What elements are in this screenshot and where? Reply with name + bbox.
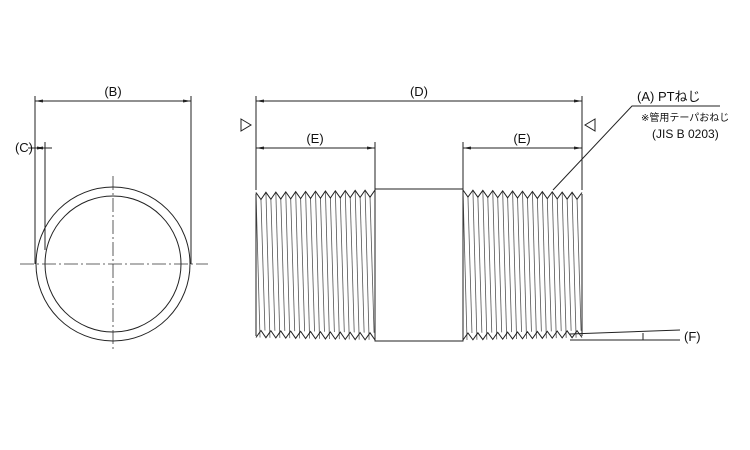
thread-root-line bbox=[507, 197, 513, 333]
thread-root-line bbox=[536, 198, 542, 332]
thread-crest-line bbox=[295, 191, 301, 339]
thread-crest-line bbox=[502, 190, 508, 340]
end-view: (B) (C) bbox=[15, 84, 208, 352]
thread-crest-line bbox=[305, 191, 310, 339]
thread-root-line bbox=[359, 197, 365, 333]
thread-root-line bbox=[349, 197, 355, 333]
thread-root-line bbox=[320, 198, 325, 332]
thread-root-line bbox=[290, 198, 296, 332]
leader-a bbox=[552, 105, 720, 191]
thread-crest-line bbox=[462, 189, 468, 341]
thread-root-line bbox=[546, 198, 552, 332]
thread-crest-line bbox=[315, 191, 320, 339]
thread-crest-line bbox=[472, 190, 478, 340]
thread-root-line bbox=[369, 197, 375, 333]
thread-profile bbox=[255, 189, 376, 201]
thread-root-line bbox=[270, 199, 276, 331]
thread-crest-line bbox=[334, 190, 340, 340]
thread-crest-line bbox=[571, 192, 577, 338]
thread-crest-line bbox=[522, 191, 527, 339]
thread-root-line bbox=[260, 199, 266, 331]
thread-root-line bbox=[467, 196, 473, 334]
thread-root-line bbox=[576, 199, 582, 331]
thread-root-line bbox=[329, 198, 335, 332]
side-view: (D) (E) (E) (A) PTねじ ※管用テーパおねじ (JIS B 02… bbox=[240, 84, 729, 344]
dimension-e-left-label: (E) bbox=[306, 131, 323, 146]
thread-profile bbox=[462, 329, 583, 341]
dimension-e-right-label: (E) bbox=[513, 131, 530, 146]
thread-crest-line bbox=[265, 192, 271, 338]
thread-crest-line bbox=[512, 191, 517, 339]
thread-crest-line bbox=[551, 191, 557, 339]
thread-note: ※管用テーパおねじ bbox=[641, 111, 729, 124]
dimension-f-label: (F) bbox=[684, 329, 701, 344]
taper-right-icon bbox=[584, 118, 596, 132]
thread-root-line bbox=[497, 197, 503, 333]
thread-root-line bbox=[527, 198, 532, 332]
thread-root-line bbox=[566, 199, 572, 331]
thread-root-line bbox=[477, 197, 483, 333]
thread-crest-line bbox=[255, 192, 261, 338]
dimension-d-label: (D) bbox=[410, 84, 428, 99]
threads bbox=[255, 189, 583, 341]
center-body bbox=[374, 188, 464, 342]
thread-root-line bbox=[487, 197, 493, 333]
thread-crest-line bbox=[541, 191, 547, 339]
thread-crest-line bbox=[354, 190, 360, 340]
thread-crest-line bbox=[532, 191, 537, 339]
thread-profile bbox=[255, 329, 376, 341]
thread-profile bbox=[462, 189, 583, 201]
thread-root-line bbox=[310, 198, 315, 332]
dimension-c-label: (C) bbox=[15, 140, 33, 155]
thread-root-line bbox=[300, 198, 306, 332]
dimension-b-label: (B) bbox=[104, 84, 121, 99]
thread-crest-line bbox=[275, 192, 281, 338]
thread-root-line bbox=[517, 198, 522, 332]
thread-crest-line bbox=[561, 192, 567, 338]
thread-type-label: (A) PTねじ bbox=[637, 89, 701, 104]
thread-crest-line bbox=[482, 190, 488, 340]
thread-root-line bbox=[280, 199, 286, 331]
thread-crest-line bbox=[344, 190, 350, 340]
taper-left-icon bbox=[240, 118, 252, 132]
thread-root-line bbox=[339, 197, 345, 333]
thread-crest-line bbox=[492, 190, 498, 340]
thread-crest-line bbox=[325, 191, 330, 339]
thread-root-line bbox=[556, 198, 562, 332]
thread-crest-line bbox=[364, 190, 370, 340]
leader-f bbox=[569, 329, 681, 335]
thread-standard: (JIS B 0203) bbox=[652, 127, 719, 141]
thread-crest-line bbox=[285, 191, 291, 339]
